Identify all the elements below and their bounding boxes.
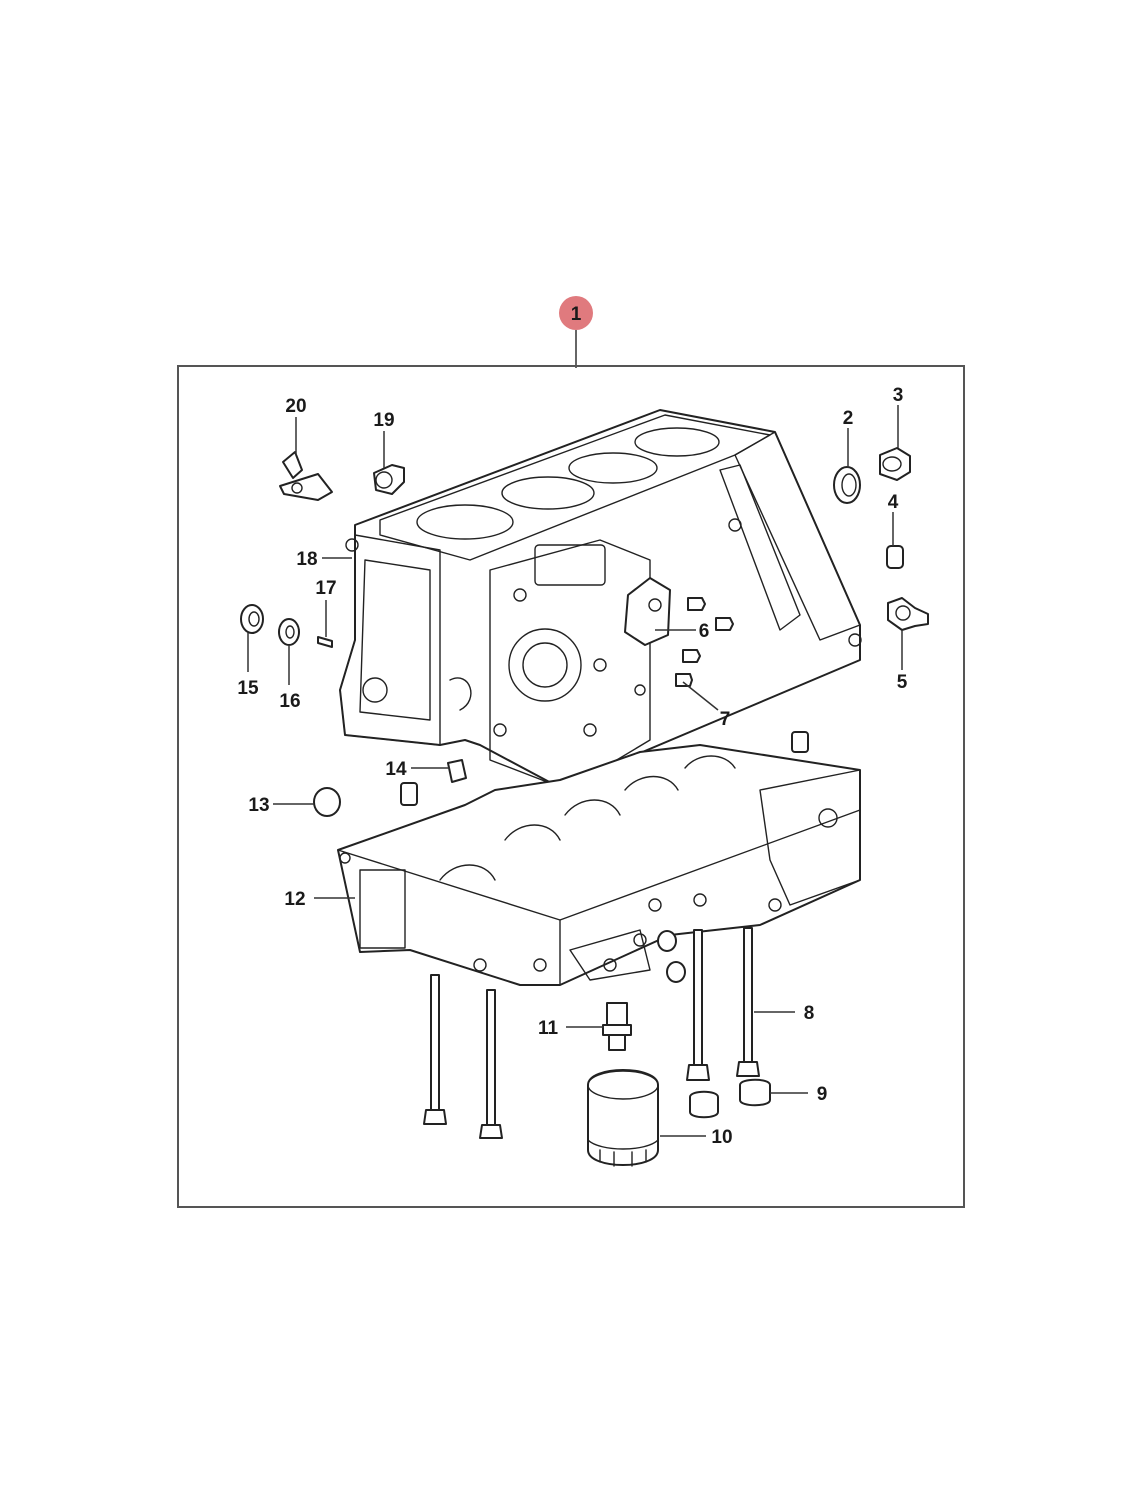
callout-19[interactable]: 19 [373,410,394,431]
plug-13[interactable] [313,787,341,817]
crankcase-lower[interactable] [337,744,861,986]
callout-17[interactable]: 17 [315,578,336,599]
plug-19[interactable] [373,464,405,495]
callout-6[interactable]: 6 [699,621,710,642]
bolt-set-7[interactable] [675,597,734,687]
callout-2[interactable]: 2 [843,408,854,429]
pin-17[interactable] [317,636,333,648]
crank-position-sensor[interactable] [279,451,333,501]
assembly-callout[interactable]: 1 [559,296,593,368]
dowel-sleeve-c[interactable] [657,930,686,983]
dowel-14[interactable] [447,759,467,783]
dowel-sleeve-a[interactable] [400,782,418,806]
dowel-sleeve-b[interactable] [791,731,809,753]
sleeve-set-9[interactable] [689,1078,771,1119]
callout-7[interactable]: 7 [720,709,731,730]
oil-filter-nipple[interactable] [602,1002,632,1051]
leader-lines [247,405,903,1137]
oil-pressure-switch[interactable] [887,597,929,631]
dowel-pin-4[interactable] [886,545,904,569]
diagram-frame [177,365,965,1208]
assembly-callout-badge [559,296,593,330]
callout-20[interactable]: 20 [285,396,306,417]
callout-labels: 2 3 4 5 6 7 8 9 10 11 12 13 14 15 16 17 … [237,385,907,1148]
callout-12[interactable]: 12 [284,889,305,910]
callout-9[interactable]: 9 [817,1084,828,1105]
callout-4[interactable]: 4 [888,492,899,513]
seal-ring[interactable] [833,466,861,504]
crankcase-bolts[interactable] [423,927,760,1139]
callout-11[interactable]: 11 [538,1018,559,1039]
cylinder-bore-2 [501,476,595,510]
oil-filter[interactable] [587,1069,659,1167]
callout-14[interactable]: 14 [385,759,407,780]
cylinder-bore-3 [568,452,658,484]
screw-plug[interactable] [879,447,911,481]
callout-8[interactable]: 8 [804,1003,815,1024]
callout-3[interactable]: 3 [893,385,904,406]
callout-10[interactable]: 10 [711,1127,732,1148]
washer-16[interactable] [278,618,300,646]
cylinder-block-upper[interactable] [339,409,862,786]
plug-15[interactable] [240,604,264,634]
callout-18[interactable]: 18 [296,549,317,570]
callout-5[interactable]: 5 [897,672,908,693]
callout-15[interactable]: 15 [237,678,259,699]
callout-16[interactable]: 16 [279,691,300,712]
oil-pump-cover[interactable] [624,577,671,646]
cylinder-bore-1 [416,504,514,540]
callout-13[interactable]: 13 [248,795,269,816]
assembly-callout-label: 1 [571,304,582,325]
cylinder-bore-4 [634,427,720,457]
